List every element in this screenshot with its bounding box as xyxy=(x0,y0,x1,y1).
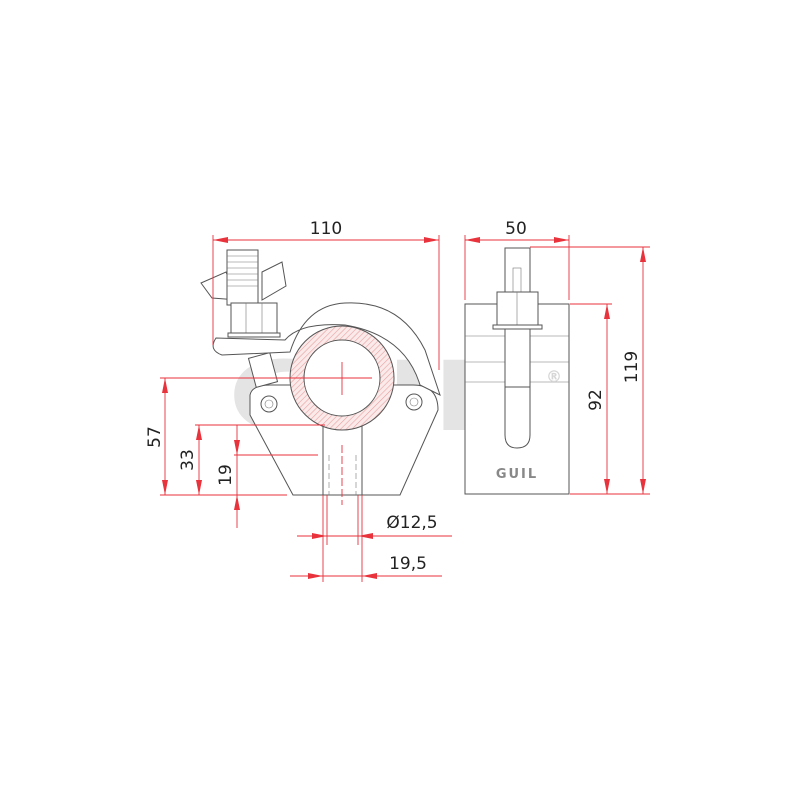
side-threaded-rod xyxy=(504,326,531,388)
dim-body-height-92: 92 xyxy=(586,389,606,411)
threaded-rod-upper xyxy=(226,249,259,306)
dim-stem-width: 19,5 xyxy=(389,554,427,574)
clamp-upper-arm xyxy=(212,302,441,396)
side-rod-top xyxy=(504,247,531,295)
dim-bolt-diameter: Ø12,5 xyxy=(386,513,437,533)
dim-height-33: 33 xyxy=(178,449,198,471)
front-dimensions: 110 57 33 19 Ø12,5 19,5 xyxy=(145,219,452,582)
side-view: GUIL xyxy=(464,247,570,495)
dim-side-width-50: 50 xyxy=(505,219,527,239)
washer xyxy=(227,332,281,338)
wing-nut-wing-right xyxy=(261,261,287,301)
side-dimensions: 50 92 119 xyxy=(464,219,650,495)
dim-height-57: 57 xyxy=(145,426,165,448)
dim-width-110: 110 xyxy=(310,219,342,239)
threaded-rod-lower xyxy=(247,352,279,388)
brand-watermark-registered: ® xyxy=(546,367,562,386)
side-washer xyxy=(492,324,543,330)
mounting-stem xyxy=(322,419,363,496)
dim-stem-19: 19 xyxy=(216,464,236,486)
registered-mark: ® xyxy=(546,367,562,386)
side-nut xyxy=(496,291,539,326)
dim-overall-height-119: 119 xyxy=(622,351,642,383)
pivot-bolt-right xyxy=(405,393,423,411)
pivot-bolt-left xyxy=(260,395,278,413)
product-logo: GUIL xyxy=(496,467,538,482)
hex-nut xyxy=(230,302,278,334)
front-view xyxy=(200,249,441,496)
side-bolt-end xyxy=(504,384,531,449)
